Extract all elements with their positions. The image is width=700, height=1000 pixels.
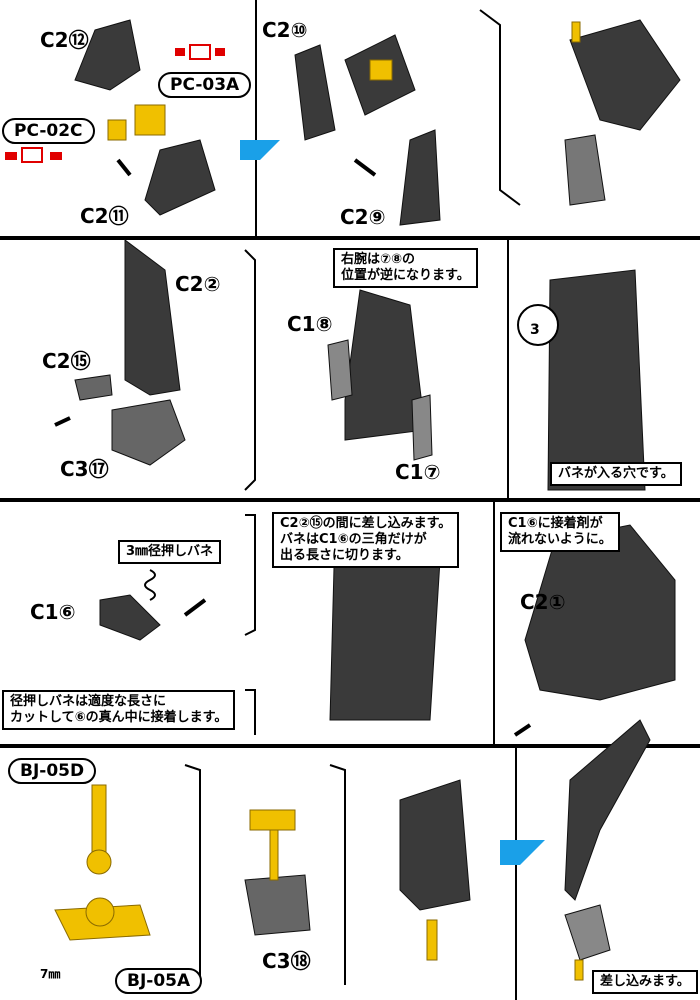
note-right-arm: 右腕は⑦⑧の 位置が逆になります。 xyxy=(333,248,478,288)
part-label: C1⑦ xyxy=(395,460,441,484)
part-label: C1⑧ xyxy=(287,312,333,336)
part-label: C1⑥ xyxy=(30,600,76,624)
note-final: 差し込みます。 xyxy=(592,970,698,994)
part-label: C2⑨ xyxy=(340,205,386,229)
note-spring-cut: 径押しバネは適度な長さに カットして⑥の真ん中に接着します。 xyxy=(2,690,236,730)
part-label: C2⑩ xyxy=(262,18,308,42)
divider xyxy=(0,236,700,240)
spring-label: 3㎜径押しバネ xyxy=(118,540,222,564)
dimension-label: 7㎜ xyxy=(40,967,61,981)
note-glue: C1⑥に接着剤が 流れないように。 xyxy=(500,512,620,552)
divider xyxy=(515,748,517,1000)
part-label: C3⑰ xyxy=(60,457,109,481)
part-label: C3⑱ xyxy=(262,949,311,973)
part-label-pill: BJ-05D xyxy=(8,758,97,784)
divider xyxy=(507,240,509,498)
note-insert: C2②⑮の間に差し込みます。 バネはC1⑥の三角だけが 出る長さに切ります。 xyxy=(272,512,460,568)
note-spring-hole: バネが入る穴です。 xyxy=(550,462,682,486)
part-label: C2⑮ xyxy=(42,349,91,373)
divider xyxy=(0,744,700,748)
part-label: C2② xyxy=(175,272,221,296)
divider xyxy=(493,502,495,744)
part-label: C2⑪ xyxy=(80,204,129,228)
part-label-pill: PC-02C xyxy=(2,118,95,144)
detail-number: 3 xyxy=(530,322,540,338)
divider xyxy=(0,498,700,502)
divider xyxy=(255,0,257,236)
part-label: C2① xyxy=(520,590,566,614)
part-label-pill: BJ-05A xyxy=(115,968,203,994)
part-label-pill: PC-03A xyxy=(158,72,252,98)
part-label: C2⑫ xyxy=(40,28,89,52)
